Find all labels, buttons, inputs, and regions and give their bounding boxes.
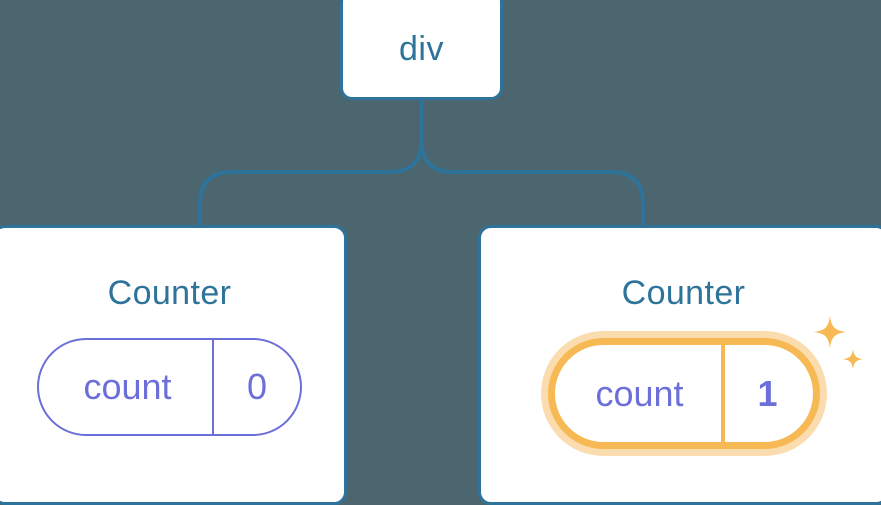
state-pill-left[interactable]: count 0: [37, 338, 302, 436]
state-pill-wrapper-right: count 1: [547, 316, 863, 449]
node-card-counter-left[interactable]: Counter count 0: [0, 225, 347, 505]
node-label-div: div: [399, 30, 444, 68]
node-card-div[interactable]: div: [340, 0, 503, 100]
node-card-counter-right[interactable]: Counter count 1: [478, 225, 881, 505]
state-key-left: count: [83, 366, 172, 407]
state-value-left: 0: [246, 366, 267, 407]
node-label-counter-left: Counter: [107, 274, 232, 312]
state-pill-wrapper-left: count 0: [37, 338, 302, 436]
state-pill-divider-right: [720, 345, 725, 442]
sparkle-large-icon: [813, 316, 846, 348]
state-value-right: 1: [757, 372, 778, 414]
node-label-counter-right: Counter: [621, 274, 746, 312]
connector-stem-and-branches: [419, 98, 645, 229]
state-key-right: count: [595, 372, 684, 414]
state-pill-divider-left: [212, 340, 214, 434]
state-pill-right[interactable]: count 1: [547, 338, 820, 449]
sparkle-small-icon: [842, 349, 863, 370]
connector-branch-left: [198, 138, 424, 229]
